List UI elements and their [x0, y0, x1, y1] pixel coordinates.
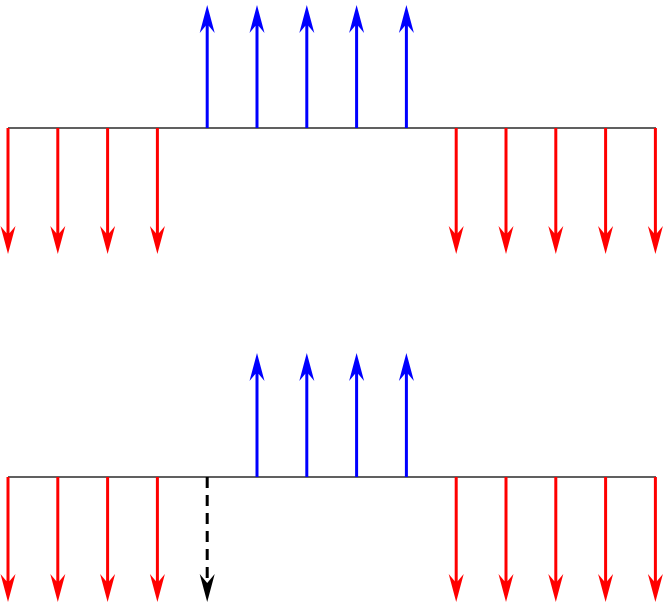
arrow-head	[498, 574, 514, 602]
bottom-down-arrow-5	[199, 477, 215, 602]
bottom-down-arrow-11	[498, 477, 514, 602]
top-down-arrow-2	[50, 128, 66, 254]
arrow-head	[299, 353, 315, 381]
arrow-head	[299, 5, 315, 33]
top-up-arrow-6	[249, 5, 265, 128]
arrow-head	[647, 226, 663, 254]
arrow-head	[349, 353, 365, 381]
top-up-arrow-9	[398, 5, 414, 128]
arrow-head	[149, 226, 165, 254]
arrow-head	[100, 226, 116, 254]
arrow-head	[647, 574, 663, 602]
arrow-head	[50, 226, 66, 254]
arrow-head	[0, 226, 16, 254]
top-panel	[0, 5, 663, 254]
arrow-head	[149, 574, 165, 602]
top-down-arrow-10	[448, 128, 464, 254]
arrow-head	[448, 574, 464, 602]
top-up-arrow-5	[199, 5, 215, 128]
bottom-down-arrow-13	[598, 477, 614, 602]
arrow-head	[249, 353, 265, 381]
arrow-head	[100, 574, 116, 602]
bottom-up-arrow-6	[249, 353, 265, 477]
arrow-head	[0, 574, 16, 602]
bottom-down-arrow-4	[149, 477, 165, 602]
top-down-arrow-12	[548, 128, 564, 254]
top-up-arrow-8	[349, 5, 365, 128]
top-down-arrow-14	[647, 128, 663, 254]
arrow-head	[598, 574, 614, 602]
bottom-down-arrow-12	[548, 477, 564, 602]
top-down-arrow-4	[149, 128, 165, 254]
arrow-head	[349, 5, 365, 33]
bottom-up-arrow-9	[398, 353, 414, 477]
arrow-head	[398, 5, 414, 33]
top-up-arrow-7	[299, 5, 315, 128]
bottom-down-arrow-1	[0, 477, 16, 602]
arrow-head	[199, 5, 215, 33]
arrow-head	[249, 5, 265, 33]
bottom-panel	[0, 353, 663, 602]
top-down-arrow-1	[0, 128, 16, 254]
arrow-head	[548, 574, 564, 602]
top-down-arrow-11	[498, 128, 514, 254]
arrow-head	[498, 226, 514, 254]
arrow-head	[598, 226, 614, 254]
bottom-down-arrow-3	[100, 477, 116, 602]
arrow-head	[548, 226, 564, 254]
top-down-arrow-13	[598, 128, 614, 254]
top-down-arrow-3	[100, 128, 116, 254]
arrow-head	[199, 574, 215, 602]
bottom-up-arrow-8	[349, 353, 365, 477]
bottom-up-arrow-7	[299, 353, 315, 477]
arrow-head	[50, 574, 66, 602]
arrow-head	[398, 353, 414, 381]
bottom-down-arrow-10	[448, 477, 464, 602]
bottom-down-arrow-2	[50, 477, 66, 602]
bottom-down-arrow-14	[647, 477, 663, 602]
arrow-head	[448, 226, 464, 254]
